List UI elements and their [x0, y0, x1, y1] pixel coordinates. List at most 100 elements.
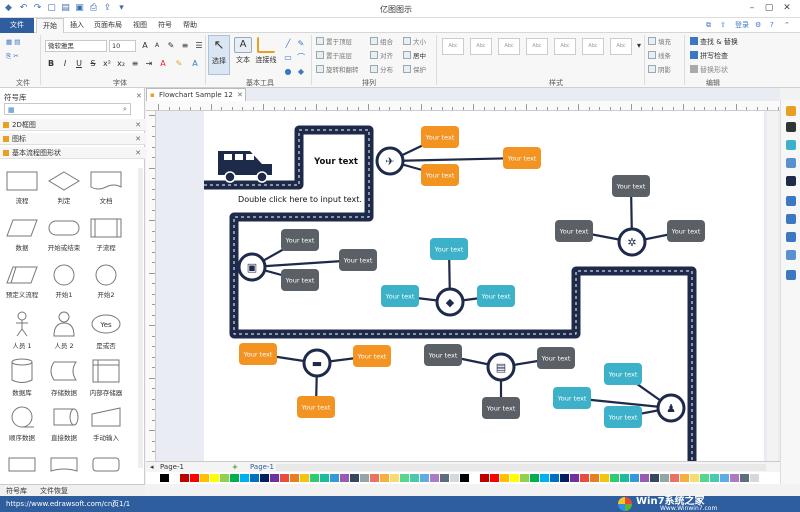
indent-icon[interactable]: ⇥	[145, 59, 153, 68]
align-button[interactable]: 对齐	[370, 51, 393, 62]
comment-panel-icon[interactable]	[786, 270, 796, 280]
color-swatch[interactable]	[320, 474, 329, 482]
color-swatch[interactable]	[290, 474, 299, 482]
text-node[interactable]: Your text	[353, 345, 391, 367]
layer-panel-icon[interactable]	[786, 176, 796, 186]
shape-person-2[interactable]: 人员 2	[44, 309, 84, 354]
document-tab[interactable]: ▪ Flowchart Sample 12 ✕	[146, 88, 246, 101]
color-swatch[interactable]	[330, 474, 339, 482]
bring-to-front-button[interactable]: 置于顶层	[316, 37, 352, 48]
hub-circle[interactable]	[435, 287, 465, 317]
replace-shape-button[interactable]: 替换形状	[690, 65, 728, 76]
category-close-icon[interactable]: ✕	[135, 149, 141, 157]
select-tool-button[interactable]: ↖ 选择	[208, 35, 230, 75]
color-swatch[interactable]	[730, 474, 739, 482]
color-swatch[interactable]	[630, 474, 639, 482]
color-swatch[interactable]	[450, 474, 459, 482]
add-page-icon[interactable]: +	[232, 463, 238, 471]
color-swatch[interactable]	[200, 474, 209, 482]
highlight-icon[interactable]: ✎	[175, 59, 183, 68]
line-tool-icon[interactable]: ╱	[285, 39, 291, 48]
text-node[interactable]: Your text	[482, 397, 520, 419]
help-icon[interactable]: ?	[770, 21, 774, 29]
color-swatch[interactable]	[750, 474, 759, 482]
style-swatch-1[interactable]: Abc	[442, 38, 464, 55]
color-swatch[interactable]	[440, 474, 449, 482]
color-palette[interactable]	[146, 472, 780, 484]
color-swatch[interactable]	[270, 474, 279, 482]
hub-circle[interactable]	[302, 348, 332, 378]
group-button[interactable]: 组合	[370, 37, 393, 48]
shape-data[interactable]: 数据	[2, 215, 42, 260]
redo-icon[interactable]: ↷	[33, 3, 42, 13]
shape-sequential-data[interactable]: 顺序数据	[2, 403, 42, 448]
page-nav-icon[interactable]: ◂	[150, 463, 154, 471]
hub-circle[interactable]	[656, 393, 686, 423]
font-name-select[interactable]: 微软雅黑	[45, 40, 107, 52]
shape-internal-storage[interactable]: 内部存储器	[86, 356, 126, 401]
text-node[interactable]: Your text	[667, 220, 705, 242]
menu-file[interactable]: 文件	[0, 18, 34, 33]
shape-manual-input[interactable]: 手动输入	[86, 403, 126, 448]
shape-more-1[interactable]	[2, 454, 42, 474]
publish-icon[interactable]: ⇧	[720, 21, 726, 29]
color-swatch[interactable]	[350, 474, 359, 482]
color-swatch[interactable]	[170, 474, 179, 482]
protect-button[interactable]: 保护	[403, 65, 426, 76]
diagram-title[interactable]: Your text	[313, 157, 358, 167]
horizontal-scrollbar[interactable]	[276, 464, 766, 471]
color-swatch[interactable]	[700, 474, 709, 482]
size-button[interactable]: 大小	[403, 37, 426, 48]
text-node[interactable]: Your text	[604, 406, 642, 428]
line-panel-icon[interactable]	[786, 122, 796, 132]
color-swatch[interactable]	[600, 474, 609, 482]
pen-tool-icon[interactable]: ✎	[297, 39, 305, 48]
color-swatch[interactable]	[640, 474, 649, 482]
text-effect-icon[interactable]: A	[192, 59, 198, 68]
polygon-tool-icon[interactable]: ◆	[297, 67, 305, 76]
hub-circle[interactable]	[375, 146, 405, 176]
fill-button[interactable]: 填充	[648, 37, 671, 48]
share-icon[interactable]: ⧉	[706, 21, 711, 29]
color-swatch[interactable]	[500, 474, 509, 482]
category-basic-flowchart[interactable]: 基本流程图形状✕	[0, 147, 145, 159]
page-panel-icon[interactable]	[786, 196, 796, 206]
color-swatch[interactable]	[380, 474, 389, 482]
style-scroll-icon[interactable]: ▾	[636, 41, 641, 50]
open-icon[interactable]: ▤	[61, 3, 70, 13]
undo-icon[interactable]: ↶	[19, 3, 28, 13]
shape-document[interactable]: 文档	[86, 168, 126, 213]
file-group-icon-1[interactable]: ▦ ▤	[6, 38, 21, 46]
connector-tool-button[interactable]: 连接线	[253, 35, 279, 75]
style-swatch-6[interactable]: Abc	[582, 38, 604, 55]
color-swatch[interactable]	[260, 474, 269, 482]
shape-process[interactable]: 流程	[2, 168, 42, 213]
shape-direct-data[interactable]: 直接数据	[44, 403, 84, 448]
menu-insert[interactable]: 插入	[70, 21, 84, 29]
text-node[interactable]: Your text	[477, 285, 515, 307]
text-node[interactable]: Your text	[537, 347, 575, 369]
text-node[interactable]: Your text	[553, 387, 591, 409]
hub-circle[interactable]	[617, 227, 647, 257]
font-grow-icon[interactable]: A	[142, 41, 148, 50]
rotate-flip-button[interactable]: 旋转和翻转	[316, 65, 359, 76]
distribute-button[interactable]: 分布	[370, 65, 393, 76]
color-swatch[interactable]	[520, 474, 529, 482]
color-swatch[interactable]	[650, 474, 659, 482]
color-swatch[interactable]	[240, 474, 249, 482]
status-url[interactable]: https://www.edrawsoft.com/cn/	[6, 500, 115, 508]
history-panel-icon[interactable]	[786, 232, 796, 242]
text-node[interactable]: Your text	[424, 344, 462, 366]
color-swatch[interactable]	[220, 474, 229, 482]
file-group-icon-2[interactable]: ⎘ ✂	[6, 52, 19, 60]
color-swatch[interactable]	[370, 474, 379, 482]
tab-close-icon[interactable]: ✕	[237, 91, 243, 99]
category-close-icon[interactable]: ✕	[135, 135, 141, 143]
page-select[interactable]: Page-1	[160, 463, 184, 471]
italic-icon[interactable]: I	[63, 59, 67, 68]
diagram-hint[interactable]: Double click here to input text.	[238, 195, 362, 204]
text-tool-button[interactable]: A 文本	[232, 35, 254, 75]
